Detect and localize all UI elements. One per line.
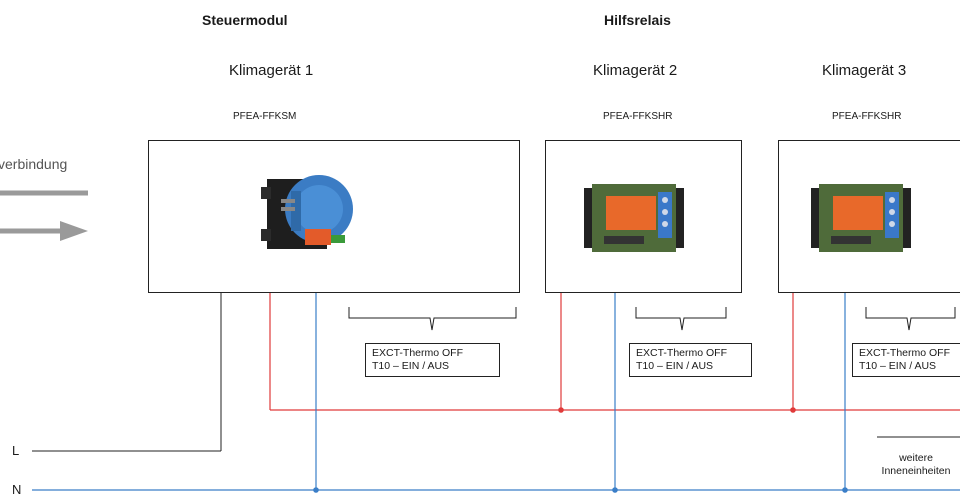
tag-line-1: EXCT-Thermo OFF bbox=[372, 347, 464, 359]
neutral-junction bbox=[842, 487, 848, 493]
more-units-label: weitere Inneneinheiten bbox=[868, 452, 960, 478]
direction-arrow-icon bbox=[0, 221, 88, 241]
tag-line-2: T10 – EIN / AUS bbox=[859, 360, 937, 372]
terminal-tag-1: EXCT-Thermo OFF T10 – EIN / AUS bbox=[365, 343, 500, 377]
unit-3-model: PFEA-FFKSHR bbox=[832, 111, 902, 122]
neutral-junction bbox=[313, 487, 319, 493]
tag-line-2: T10 – EIN / AUS bbox=[636, 360, 714, 372]
control-module-image bbox=[261, 175, 353, 249]
unit-1-box bbox=[148, 140, 520, 293]
neutral-junction bbox=[612, 487, 618, 493]
terminal-tag-2: EXCT-Thermo OFF T10 – EIN / AUS bbox=[629, 343, 752, 377]
aux-relay-heading: Hilfsrelais bbox=[604, 12, 671, 28]
terminal-bracket bbox=[635, 307, 727, 331]
aux-relay-image bbox=[811, 184, 911, 252]
unit-3-box bbox=[778, 140, 960, 293]
terminal-tag-3: EXCT-Thermo OFF T10 – EIN / AUS bbox=[852, 343, 960, 377]
terminal-bracket bbox=[348, 307, 517, 331]
tag-line-2: T10 – EIN / AUS bbox=[372, 360, 450, 372]
tag-line-1: EXCT-Thermo OFF bbox=[636, 347, 728, 359]
l-wire bbox=[32, 293, 222, 452]
aux-relay-image bbox=[584, 184, 684, 252]
tag-line-1: EXCT-Thermo OFF bbox=[859, 347, 951, 359]
unit-3-title: Klimagerät 3 bbox=[822, 62, 907, 79]
neutral-wire bbox=[32, 293, 960, 491]
n-label: N bbox=[12, 482, 22, 497]
unit-2-box bbox=[545, 140, 742, 293]
unit-1-model: PFEA-FFKSM bbox=[233, 111, 297, 122]
more-units-line-1: weitere bbox=[899, 452, 933, 464]
unit-1-title: Klimagerät 1 bbox=[229, 62, 314, 79]
more-units-line-2: Inneneinheiten bbox=[881, 465, 951, 477]
unit-2-title: Klimagerät 2 bbox=[593, 62, 678, 79]
l-label: L bbox=[12, 443, 20, 458]
terminal-bracket bbox=[865, 307, 956, 331]
live-junction bbox=[790, 407, 796, 413]
unit-2-model: PFEA-FFKSHR bbox=[603, 111, 673, 122]
live-junction bbox=[558, 407, 564, 413]
connection-label: verbindung bbox=[0, 156, 68, 172]
control-module-heading: Steuermodul bbox=[202, 12, 288, 28]
